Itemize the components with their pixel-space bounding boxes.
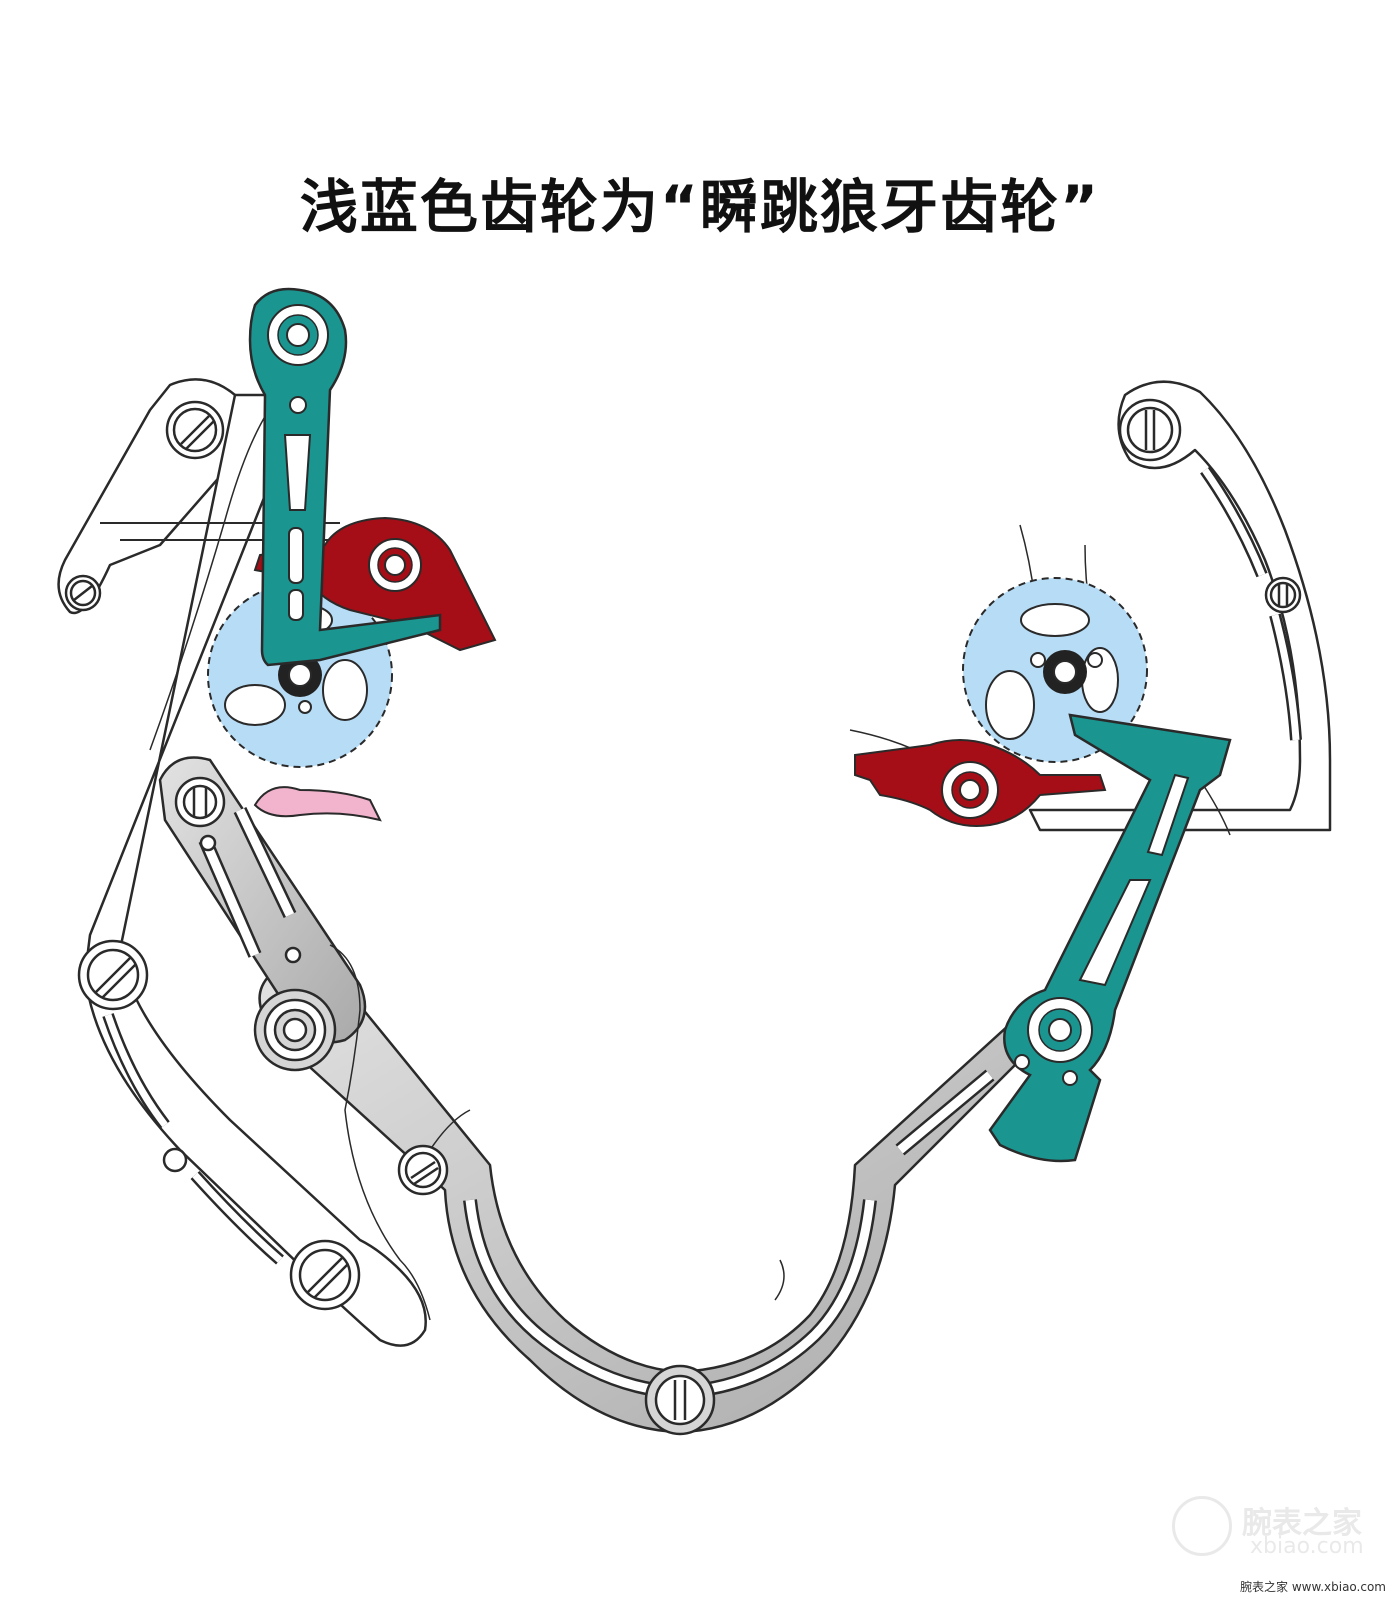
right-star-gear	[962, 577, 1148, 763]
diagram-title: 浅蓝色齿轮为“瞬跳狼牙齿轮”	[299, 173, 1101, 241]
right-red-cam	[854, 739, 1107, 827]
pink-spring	[253, 786, 382, 822]
watermark-en: xbiao.com	[1250, 1534, 1364, 1559]
screw-icon	[253, 988, 337, 1072]
left-gray-lever	[158, 756, 367, 1044]
right-teal-lever	[988, 713, 1232, 1163]
screw-icon	[77, 939, 149, 1011]
screw-icon	[64, 574, 102, 612]
screw-icon	[174, 776, 226, 828]
screw-icon	[644, 1364, 716, 1436]
screw-icon	[1118, 398, 1182, 462]
bottom-gray-lever	[258, 961, 1042, 1434]
screw-icon	[1264, 576, 1302, 614]
footer-credit: 腕表之家 www.xbiao.com	[1240, 1580, 1386, 1594]
watermark-zh: 腕表之家	[1242, 1506, 1362, 1541]
screw-icon	[165, 400, 225, 460]
screw-icon	[162, 1147, 188, 1173]
screw-icon	[397, 1144, 449, 1196]
watch-logo-icon	[1172, 1496, 1232, 1556]
left-teal-lever	[248, 287, 442, 667]
right-bridge-plate	[1028, 380, 1332, 832]
right-plate-slots	[1200, 466, 1302, 741]
screw-icon	[199, 834, 302, 964]
screw-icon	[289, 1239, 361, 1311]
watermark: 腕表之家 xbiao.com	[1172, 1494, 1382, 1564]
